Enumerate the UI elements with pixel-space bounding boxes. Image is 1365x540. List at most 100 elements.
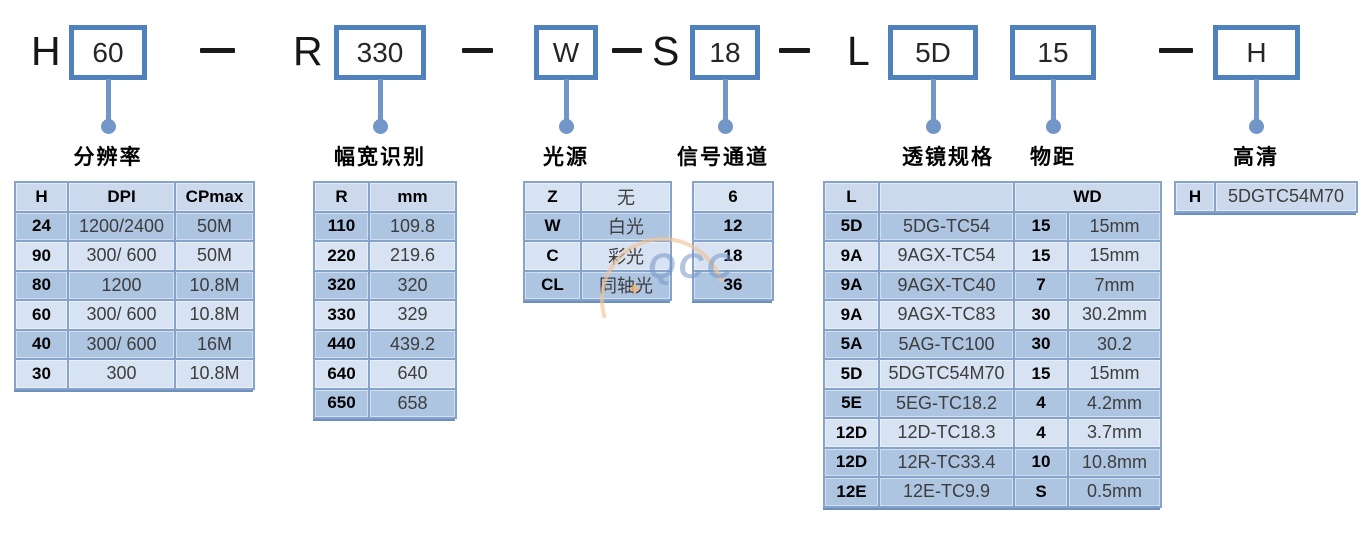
- segment-label-object-distance: 物距: [1030, 146, 1076, 169]
- connector-dot: [718, 119, 733, 134]
- width-cell: 330: [313, 299, 370, 331]
- lens-cell: 4: [1013, 417, 1069, 449]
- connector-line: [723, 79, 728, 122]
- connector-dot: [373, 119, 388, 134]
- lens-cell: 5AG-TC100: [878, 328, 1015, 360]
- lens-cell: 5DG-TC54: [878, 210, 1015, 242]
- lens-cell: 15mm: [1066, 210, 1163, 242]
- resolution-cell: 300/ 600: [67, 328, 176, 360]
- resolution-cell: 1200: [67, 269, 176, 301]
- code-box-light-source: W: [534, 25, 598, 80]
- lens-cell: 5D: [823, 358, 880, 390]
- resolution-cell: 80: [14, 269, 69, 301]
- width-cell: 640: [313, 358, 370, 390]
- light_source-cell: C: [523, 240, 582, 272]
- light_source-cell: Z: [523, 181, 582, 213]
- light_source-cell: W: [523, 210, 582, 242]
- lens-cell: S: [1013, 476, 1069, 508]
- code-box-hd: H: [1213, 25, 1300, 80]
- width-cell: 439.2: [368, 328, 457, 360]
- code-box-object-distance: 15: [1010, 25, 1096, 80]
- signal-row: 12: [692, 210, 774, 242]
- resolution-cell: 24: [14, 210, 69, 242]
- resolution-cell: 60: [14, 299, 69, 331]
- lens-header-cell: L: [823, 181, 880, 213]
- lens-cell: 15mm: [1066, 240, 1163, 272]
- lens-cell: 9A: [823, 299, 880, 331]
- light_source-cell: 无: [580, 181, 672, 213]
- lens-cell: 30.2mm: [1066, 299, 1163, 331]
- resolution-cell: 90: [14, 240, 69, 272]
- width-header-cell: mm: [368, 181, 457, 213]
- lens-cell: 7mm: [1066, 269, 1163, 301]
- dash-separator: [1159, 48, 1193, 53]
- signal-cell: 12: [692, 210, 774, 242]
- lens-cell: 5D: [823, 210, 880, 242]
- width-cell: 320: [313, 269, 370, 301]
- lens-cell: 5A: [823, 328, 880, 360]
- code-box-resolution: 60: [69, 25, 147, 80]
- resolution-cell: 16M: [174, 328, 255, 360]
- dash-separator: [779, 48, 810, 53]
- connector-line: [1254, 79, 1259, 122]
- resolution-cell: 10.8M: [174, 299, 255, 331]
- dash-separator: [612, 48, 642, 53]
- resolution-cell: 300/ 600: [67, 299, 176, 331]
- hd-cell: H: [1174, 181, 1216, 213]
- lens-cell: 9A: [823, 240, 880, 272]
- connector-dot: [1249, 119, 1264, 134]
- code-letter-r: R: [293, 28, 323, 74]
- lens-cell: 30.2: [1066, 328, 1163, 360]
- code-box-width: 330: [334, 25, 426, 80]
- resolution-header-cell: CPmax: [174, 181, 255, 213]
- width-cell: 320: [368, 269, 457, 301]
- lens-cell: 9AGX-TC40: [878, 269, 1015, 301]
- segment-label-lens: 透镜规格: [902, 146, 994, 169]
- signal-row: 36: [692, 269, 774, 301]
- code-letter-l: L: [847, 28, 870, 74]
- lens-cell: 10: [1013, 446, 1069, 478]
- lens-cell: 7: [1013, 269, 1069, 301]
- lens-cell: 12D: [823, 417, 880, 449]
- lens-cell: 15: [1013, 240, 1069, 272]
- width-cell: 440: [313, 328, 370, 360]
- lens-header-cell: [878, 181, 1015, 213]
- signal-row: 6: [692, 181, 774, 213]
- lens-cell: 12D: [823, 446, 880, 478]
- lens-cell: 9AGX-TC54: [878, 240, 1015, 272]
- lens-cell: 12D-TC18.3: [878, 417, 1015, 449]
- lens-cell: 4: [1013, 387, 1069, 419]
- light_source-cell: 白光: [580, 210, 672, 242]
- connector-dot: [1046, 119, 1061, 134]
